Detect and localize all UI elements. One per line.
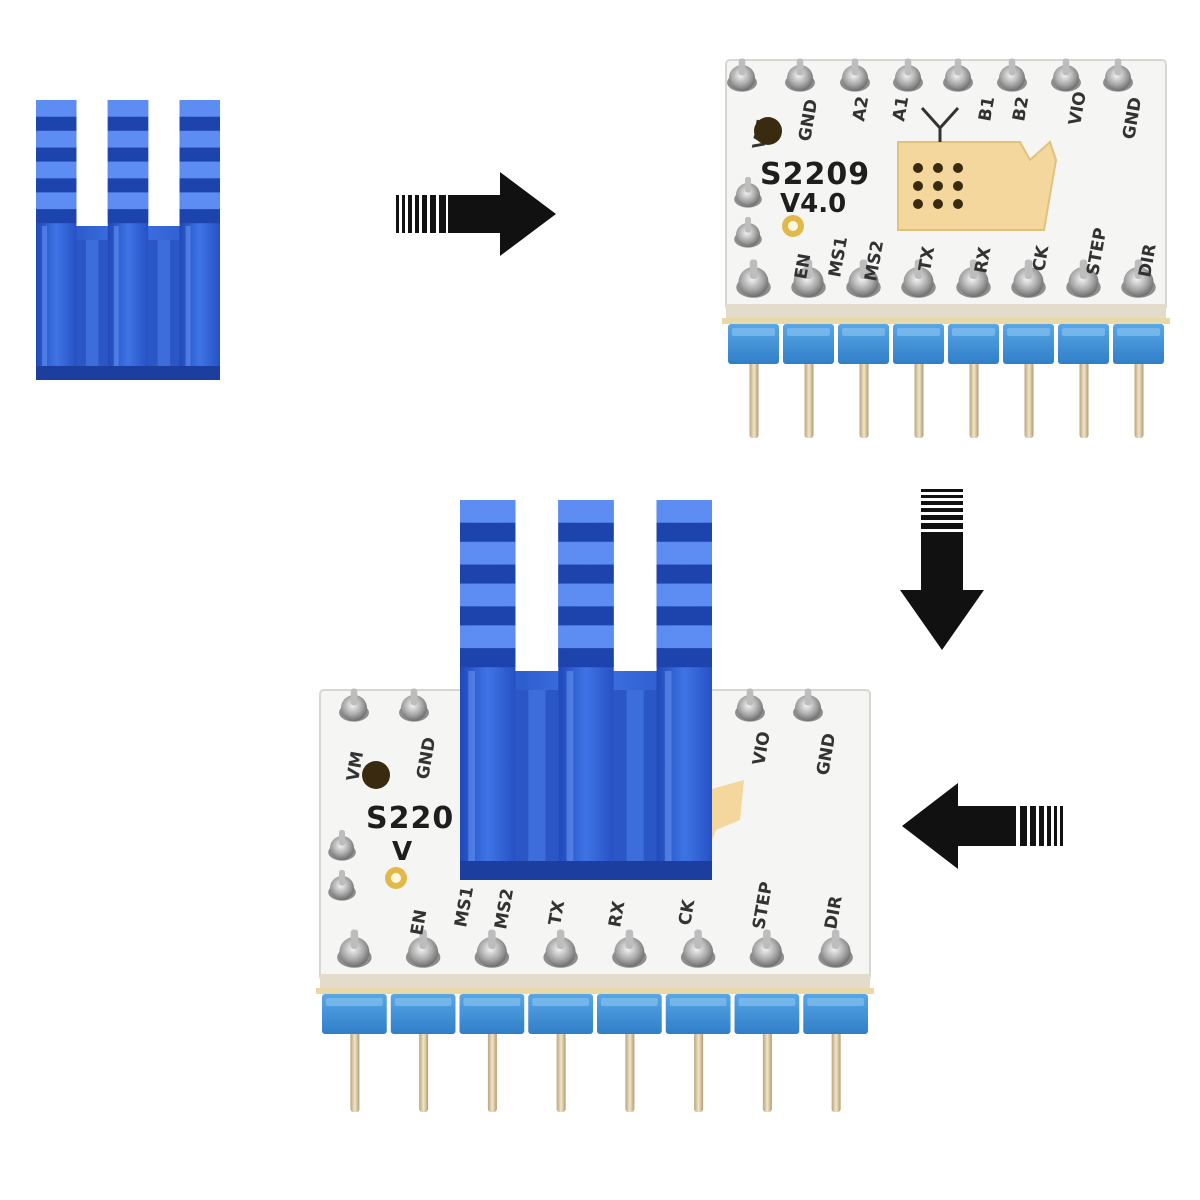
pin-label: EN xyxy=(791,252,815,281)
pin-label: EN xyxy=(407,908,431,937)
heatsink-icon xyxy=(36,100,220,380)
pin-label: RX xyxy=(605,900,629,929)
arrow-down-icon xyxy=(900,489,984,650)
pin-label: A1 xyxy=(889,95,913,123)
pin-label: CK xyxy=(1029,243,1053,273)
board-version-label: V xyxy=(392,837,412,867)
pin-label: TX xyxy=(915,245,939,273)
board-model-label: S220 xyxy=(366,801,454,836)
pin-label: TX xyxy=(545,899,569,927)
pin-label: B1 xyxy=(975,95,999,123)
stepper-driver-board: VMGNDA2A1B1B2VIOGNDENMS1MS2TXRXCKSTEPDIR… xyxy=(722,58,1170,438)
pin-label: A2 xyxy=(849,95,873,123)
board-version-label: V4.0 xyxy=(780,189,846,219)
pin-label: B2 xyxy=(1009,95,1033,123)
board-model-label: S2209 xyxy=(760,157,870,192)
mounted-heatsink-icon xyxy=(460,500,712,880)
pin-label: RX xyxy=(971,246,995,275)
arrow-left-icon xyxy=(902,783,1063,869)
arrow-right-icon xyxy=(396,172,556,256)
pin-label: CK xyxy=(675,897,699,927)
